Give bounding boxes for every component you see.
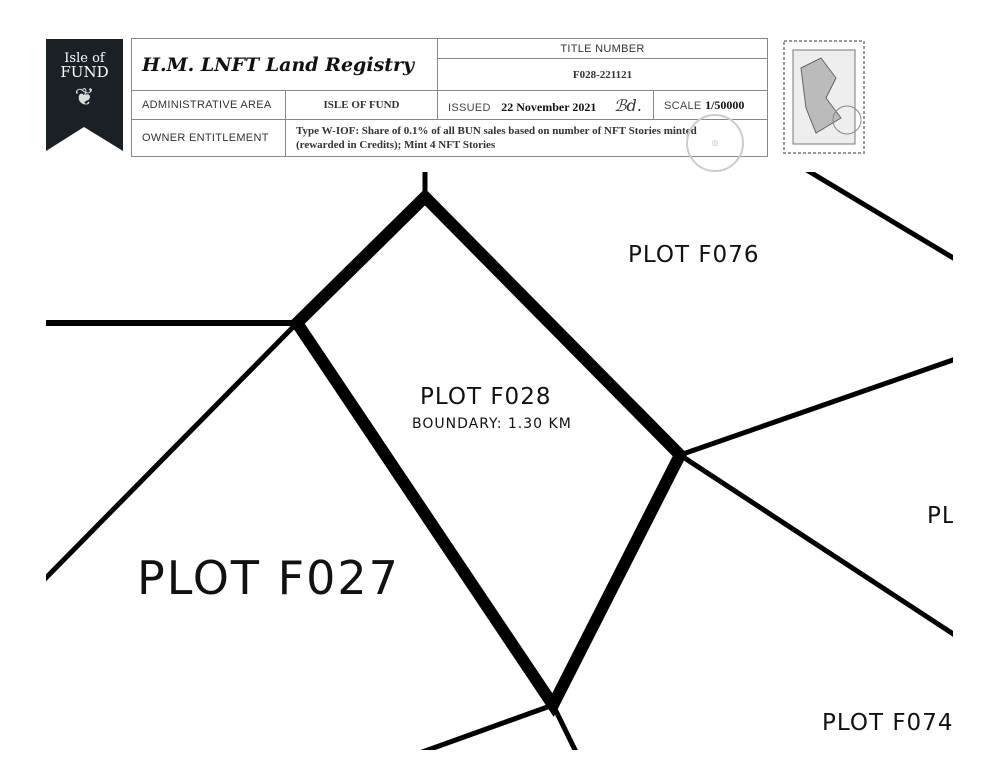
issued-date: 22 November 2021	[501, 99, 597, 114]
boundary-line	[805, 172, 953, 261]
plot-f028-boundary	[289, 188, 688, 717]
boundary-line	[550, 703, 578, 750]
postage-stamp-icon	[781, 38, 867, 156]
admin-area-label: ADMINISTRATIVE AREA	[131, 90, 286, 120]
badge-line2: FUND	[60, 63, 109, 81]
boundary-line	[678, 452, 953, 637]
seal-icon: ◎	[686, 114, 744, 172]
signature: ℬd.	[613, 95, 642, 115]
owner-entitlement-value: Type W-IOF: Share of 0.1% of all BUN sal…	[285, 119, 768, 157]
owner-entitlement-label: OWNER ENTITLEMENT	[131, 119, 286, 157]
plot-f028-boundary-length: BOUNDARY: 1.30 KM	[412, 416, 572, 432]
registry-table: H.M. LNFT Land Registry TITLE NUMBER F02…	[131, 38, 768, 157]
issued-cell: ISSUED 22 November 2021 ℬd.	[437, 90, 654, 120]
issued-label: ISSUED	[448, 101, 491, 114]
plot-label-f028: PLOT F028	[420, 384, 552, 410]
isle-of-fund-badge: Isle of FUND ❦	[46, 39, 123, 151]
frog-icon: ❦	[74, 83, 95, 111]
scale-label: SCALE	[664, 99, 702, 112]
boundary-line	[679, 357, 953, 458]
scale-value: 1/50000	[705, 97, 745, 112]
plot-label-partial: PL	[927, 503, 953, 529]
boundary-line	[46, 321, 299, 582]
registry-title: H.M. LNFT Land Registry	[131, 38, 438, 91]
badge-line1: Isle of	[64, 51, 105, 66]
plot-label-f027: PLOT F027	[137, 551, 400, 605]
plot-label-f076: PLOT F076	[628, 242, 760, 268]
plot-label-f074: PLOT F074	[822, 710, 954, 736]
boundary-line	[420, 702, 554, 750]
